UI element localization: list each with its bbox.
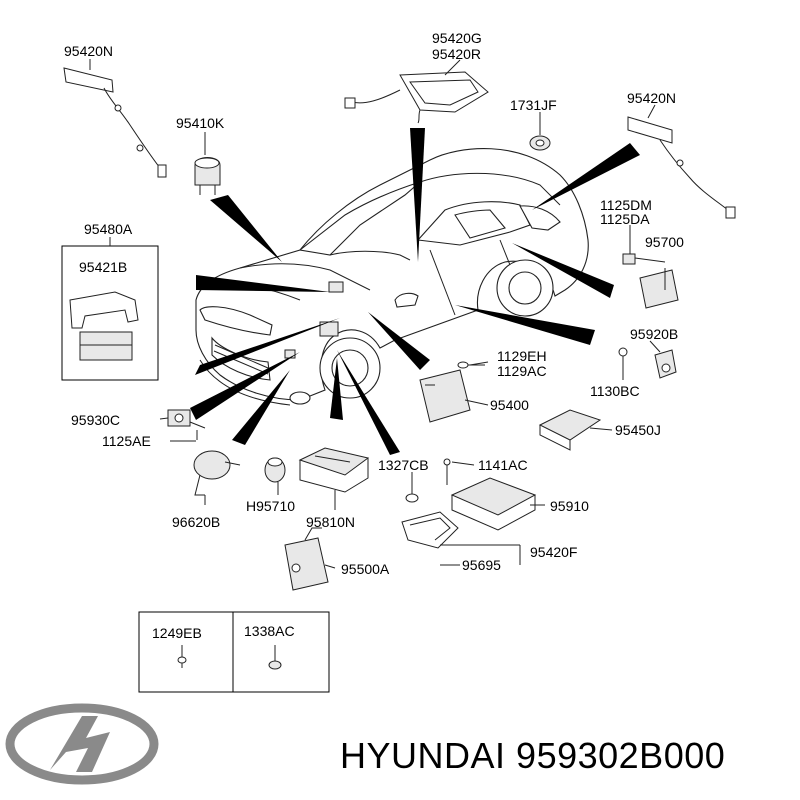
label-1338AC: 1338AC [244,623,295,639]
label-95700: 95700 [645,234,684,250]
label-95920B: 95920B [630,326,678,342]
label-96620B: 96620B [172,514,220,530]
hyundai-logo-icon [5,703,159,785]
brand-name: HYUNDAI [340,735,506,776]
part-95810N-module [298,447,370,493]
label-95420F: 95420F [530,544,577,560]
label-95480A: 95480A [84,221,133,237]
leader-wedges [190,128,640,455]
part-95920B-sensor [618,347,677,380]
part-1731JF-grommet [529,112,551,151]
part-96620B-horn [193,450,241,496]
part-95420N-left [63,67,167,178]
fastener-legend-box [138,611,330,693]
label-1249EB: 1249EB [152,625,202,641]
label-95420N-right: 95420N [627,90,676,106]
label-95810N: 95810N [306,514,355,530]
part-95700-module [622,232,679,309]
label-1125DM: 1125DM [600,197,652,213]
label-1130BC: 1130BC [590,383,640,399]
label-95420G: 95420G [432,30,482,46]
label-1129AC: 1129AC [497,363,547,379]
label-95420R: 95420R [432,46,481,62]
label-95450J: 95450J [615,422,661,438]
part-95930C-sensor [167,409,206,440]
part-95500A-module [284,527,329,591]
label-1327CB: 1327CB [378,457,429,473]
label-H95710: H95710 [246,498,295,514]
part-95400-module [419,361,485,423]
label-95695: 95695 [462,557,501,573]
part-95410K-switch [194,157,221,195]
leader-lines [89,59,661,569]
label-1141AC: 1141AC [478,457,528,473]
part-H95710 [264,457,286,483]
part-95420G-bracket [344,71,489,124]
label-95410K: 95410K [176,115,225,131]
label-1125DA: 1125DA [600,211,650,227]
part-95420N-right [627,116,736,219]
label-95400: 95400 [490,397,529,413]
label-1129EH: 1129EH [497,348,547,364]
part-number: 959302B000 [516,735,726,776]
label-95500A: 95500A [341,561,390,577]
part-95910-module [405,458,537,531]
part-labels: 95420N 95420G 95420R 1731JF 95420N 95410… [64,30,684,641]
label-95910: 95910 [550,498,589,514]
label-1125AE: 1125AE [102,433,151,449]
part-95450J-module [538,409,602,451]
part-95420F-bracket [401,511,459,549]
label-95421B: 95421B [79,259,127,275]
label-1731JF: 1731JF [510,97,557,113]
footer-caption: HYUNDAI 959302B000 [340,735,725,777]
label-95420N-left: 95420N [64,43,113,59]
label-95930C: 95930C [71,412,120,428]
part-95480A-group [61,245,159,381]
